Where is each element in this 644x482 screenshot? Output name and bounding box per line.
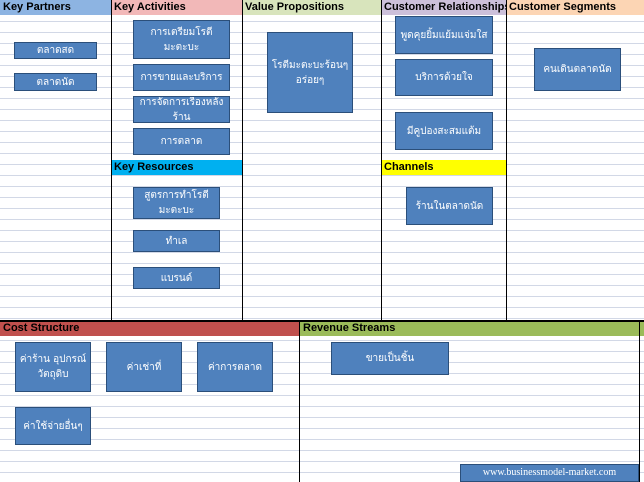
note-customer-relationships-2[interactable]: บริการด้วยใจ <box>395 59 493 96</box>
note-channels-1[interactable]: ร้านในตลาดนัด <box>406 187 493 225</box>
divider <box>506 0 507 321</box>
key-partners-header: Key Partners <box>0 0 111 15</box>
note-cost-structure-3[interactable]: ค่าการตลาด <box>197 342 273 392</box>
divider <box>242 0 243 321</box>
note-key-resources-1[interactable]: สูตรการทำโรตีมะตะบะ <box>133 187 220 219</box>
cost-structure-header: Cost Structure <box>0 321 300 336</box>
note-cost-structure-2[interactable]: ค่าเช่าที่ <box>106 342 182 392</box>
note-key-activities-2[interactable]: การขายและบริการ <box>133 64 230 91</box>
customer-segments-header: Customer Segments <box>506 0 644 15</box>
note-key-activities-4[interactable]: การตลาด <box>133 128 230 155</box>
note-key-resources-2[interactable]: ทำเล <box>133 230 220 252</box>
note-customer-relationships-1[interactable]: พูดคุยยิ้มแย้มแจ่มใส <box>395 16 493 54</box>
divider <box>111 0 112 321</box>
note-key-activities-3[interactable]: การจัดการเรื่องหลังร้าน <box>133 96 230 123</box>
channels-header: Channels <box>381 160 506 175</box>
note-customer-segments-1[interactable]: คนเดินตลาดนัด <box>534 48 621 91</box>
note-cost-structure-4[interactable]: ค่าใช้จ่ายอื่นๆ <box>15 407 91 445</box>
footer-website[interactable]: www.businessmodel-market.com <box>460 464 639 482</box>
key-resources-header: Key Resources <box>111 160 242 175</box>
divider <box>0 320 644 322</box>
revenue-streams-header: Revenue Streams <box>300 321 644 336</box>
note-key-partners-2[interactable]: ตลาดนัด <box>14 73 97 91</box>
note-revenue-streams-1[interactable]: ขายเป็นชิ้น <box>331 342 449 375</box>
key-activities-header: Key Activities <box>111 0 242 15</box>
note-key-partners-1[interactable]: ตลาดสด <box>14 42 97 59</box>
divider <box>299 321 300 482</box>
divider <box>381 0 382 321</box>
divider <box>639 321 640 482</box>
note-cost-structure-1[interactable]: ค่าร้าน อุปกรณ์ วัตถุดิบ <box>15 342 91 392</box>
note-customer-relationships-3[interactable]: มีคูปองสะสมแต้ม <box>395 112 493 150</box>
note-key-activities-1[interactable]: การเตรียมโรตีมะตะบะ <box>133 20 230 59</box>
value-propositions-header: Value Propositions <box>242 0 381 15</box>
customer-relationships-header: Customer Relationships <box>381 0 506 15</box>
note-value-propositions-1[interactable]: โรตีมะตะบะร้อนๆ อร่อยๆ <box>267 32 353 113</box>
note-key-resources-3[interactable]: แบรนด์ <box>133 267 220 289</box>
